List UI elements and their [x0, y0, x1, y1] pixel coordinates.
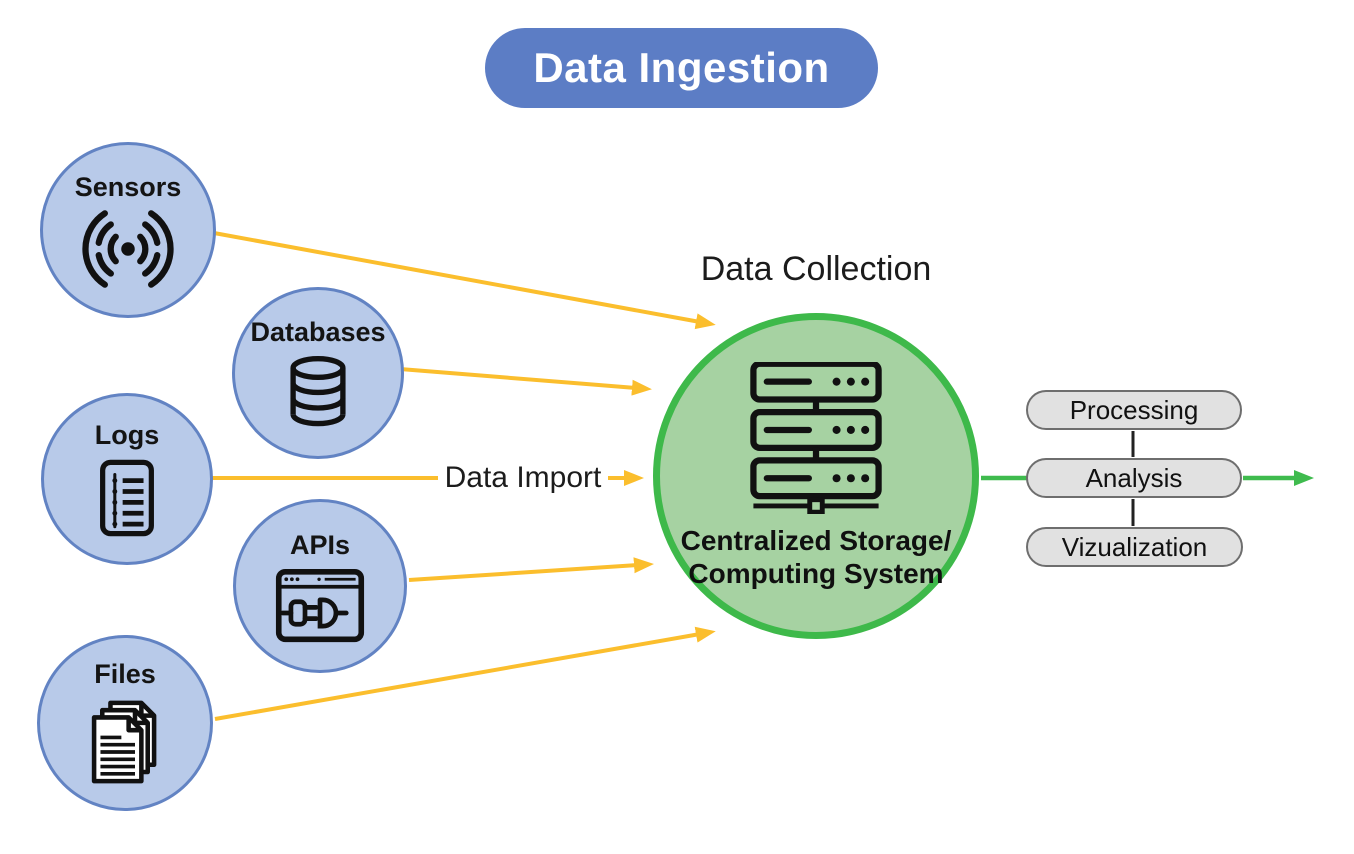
pipeline-step-label: Analysis [1085, 462, 1183, 493]
source-label: Logs [94, 420, 160, 450]
files-stack-icon [91, 700, 157, 784]
diagram-title-label: Data Ingestion [533, 44, 830, 91]
hub-title: Centralized Storage/ Computing System [681, 524, 952, 590]
hub-node-centralized-storage: Centralized Storage/ Computing System [653, 313, 979, 639]
pipeline-step-vizualization: Vizualization [1026, 527, 1243, 567]
source-node-files: Files [37, 635, 213, 811]
source-node-databases: Databases [232, 287, 404, 459]
source-label: Sensors [74, 172, 182, 202]
hub-title-line1: Centralized Storage/ [680, 524, 952, 556]
arrow-databases-to-hub [399, 367, 652, 396]
hub-title-line2: Computing System [688, 558, 944, 589]
source-node-logs: Logs [41, 393, 213, 565]
pipeline-step-label: Processing [1069, 394, 1199, 425]
arrow-apis-to-hub [408, 557, 654, 582]
data-import-label: Data Import [441, 461, 605, 495]
log-list-icon [100, 459, 154, 537]
pipeline-step-label: Vizualization [1061, 531, 1208, 562]
pipeline-step-processing: Processing [1026, 390, 1242, 430]
database-icon [290, 356, 346, 427]
arrow-sensors-to-hub [213, 231, 716, 330]
source-node-apis: APIs [233, 499, 407, 673]
source-node-sensors: Sensors [40, 142, 216, 318]
source-label: Files [94, 659, 156, 689]
arrow-files-to-hub [214, 626, 716, 721]
source-label: Databases [250, 317, 386, 347]
diagram-title: Data Ingestion [485, 28, 878, 108]
pipeline-step-analysis: Analysis [1026, 458, 1242, 498]
api-plug-icon [275, 568, 365, 642]
source-label: APIs [289, 529, 351, 560]
server-rack-icon [750, 361, 882, 514]
signal-icon [82, 210, 174, 288]
collection-heading: Data Collection [700, 250, 932, 288]
